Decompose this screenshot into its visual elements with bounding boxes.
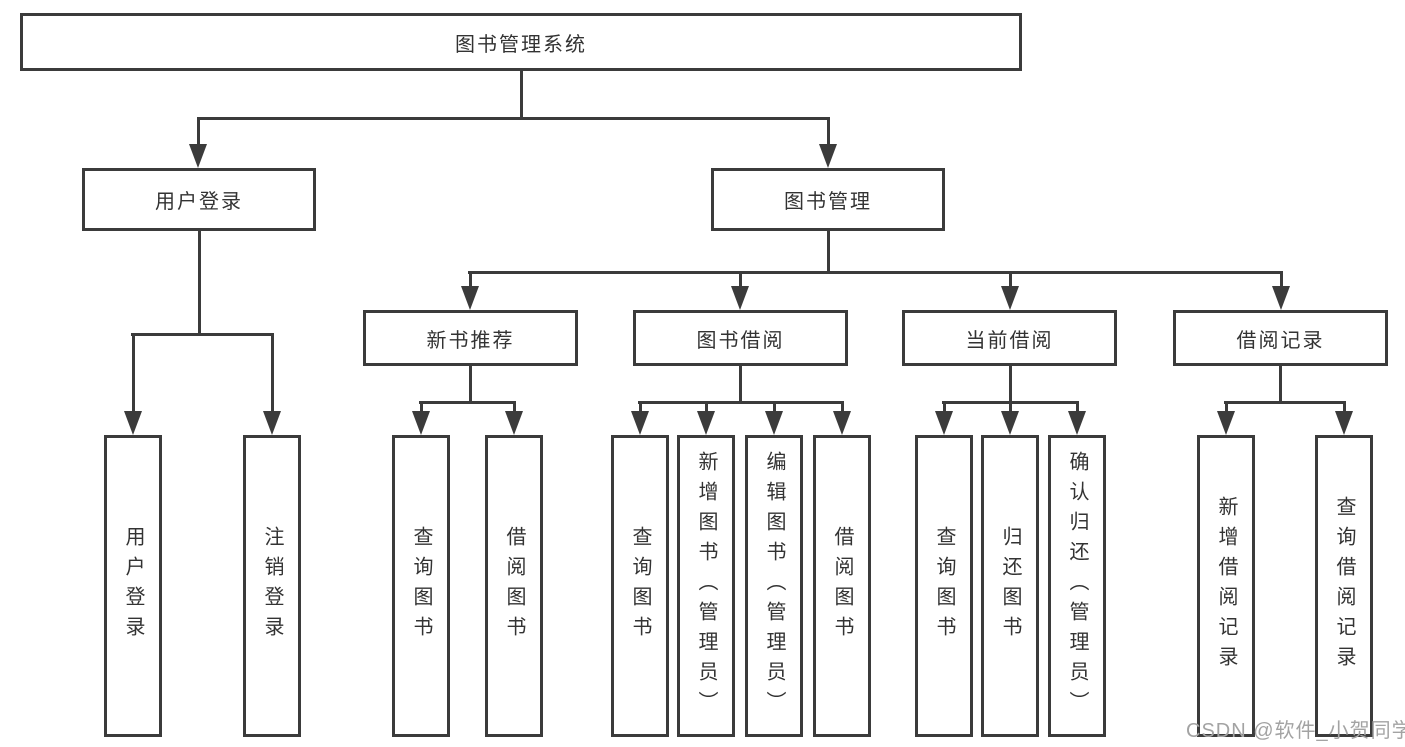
connector-current-borrow-stem bbox=[1009, 366, 1012, 403]
leaf-label: 查询图书 bbox=[933, 526, 955, 646]
connector-level3-split bbox=[468, 271, 1283, 274]
leaf-label: 新增借阅记录 bbox=[1215, 496, 1237, 676]
connector-leaf-drop bbox=[639, 403, 642, 413]
arrowhead-leaf bbox=[505, 411, 523, 435]
leaf-label: 查询图书 bbox=[629, 526, 651, 646]
leaf-label: 确认归还（管理员） bbox=[1066, 451, 1088, 721]
csdn-watermark: CSDN @软件_小贺同学 bbox=[1186, 720, 1405, 742]
arrowhead-leaf bbox=[1001, 411, 1019, 435]
connector-book-borrow-drop bbox=[739, 273, 742, 288]
connector-leaf-drop bbox=[705, 403, 708, 413]
arrowhead-leaf bbox=[765, 411, 783, 435]
connector-leaf-drop bbox=[513, 403, 516, 413]
connector-leaf-drop bbox=[841, 403, 844, 413]
connector-user-login-split bbox=[131, 333, 274, 336]
leaf-cb-confirm-return-admin: 确认归还（管理员） bbox=[1048, 435, 1106, 737]
leaf-label: 归还图书 bbox=[999, 526, 1021, 646]
arrowhead-leaf bbox=[1335, 411, 1353, 435]
arrowhead-leaf bbox=[935, 411, 953, 435]
arrowhead-new-book-recommend bbox=[461, 286, 479, 310]
root-node-label: 图书管理系统 bbox=[455, 33, 587, 56]
node-borrow-record: 借阅记录 bbox=[1173, 310, 1388, 366]
leaf-br-add-borrow-record: 新增借阅记录 bbox=[1197, 435, 1255, 737]
leaf-nb-borrow-books: 借阅图书 bbox=[485, 435, 543, 737]
arrowhead-leaf bbox=[833, 411, 851, 435]
leaf-cb-query-books: 查询图书 bbox=[915, 435, 973, 737]
leaf-bb-edit-book-admin: 编辑图书（管理员） bbox=[745, 435, 803, 737]
arrowhead-current-borrow bbox=[1001, 286, 1019, 310]
connector-leaf-drop bbox=[1343, 403, 1346, 413]
arrowhead-leaf-logout bbox=[263, 411, 281, 435]
connector-borrow-record-stem bbox=[1279, 366, 1282, 403]
leaf-label: 借阅图书 bbox=[831, 526, 853, 646]
arrowhead-leaf bbox=[412, 411, 430, 435]
arrowhead-book-management bbox=[819, 144, 837, 168]
leaf-label: 查询借阅记录 bbox=[1333, 496, 1355, 676]
node-label: 借阅记录 bbox=[1236, 329, 1325, 352]
node-label: 图书管理 bbox=[784, 191, 872, 213]
arrowhead-user-login bbox=[189, 144, 207, 168]
leaf-label: 注销登录 bbox=[261, 526, 283, 646]
connector-leaf-drop bbox=[943, 403, 946, 413]
leaf-label: 查询图书 bbox=[410, 526, 432, 646]
arrowhead-leaf-user-login bbox=[124, 411, 142, 435]
connector-current-borrow-split bbox=[942, 401, 1079, 404]
connector-user-login-stem bbox=[198, 231, 201, 335]
arrowhead-book-borrow bbox=[731, 286, 749, 310]
connector-leaf-drop bbox=[1076, 403, 1079, 413]
node-label: 用户登录 bbox=[155, 191, 243, 213]
node-book-borrow: 图书借阅 bbox=[633, 310, 848, 366]
node-label: 当前借阅 bbox=[965, 329, 1054, 352]
leaf-label: 用户登录 bbox=[122, 526, 144, 646]
arrowhead-leaf bbox=[1068, 411, 1086, 435]
connector-new-book-split bbox=[419, 401, 516, 404]
leaf-bb-query-books: 查询图书 bbox=[611, 435, 669, 737]
leaf-label: 新增图书（管理员） bbox=[695, 451, 717, 721]
arrowhead-leaf bbox=[631, 411, 649, 435]
connector-leaf-drop bbox=[1009, 403, 1012, 413]
node-new-book-recommend: 新书推荐 bbox=[363, 310, 578, 366]
connector-borrow-record-drop bbox=[1280, 273, 1283, 288]
leaf-bb-borrow-books: 借阅图书 bbox=[813, 435, 871, 737]
arrowhead-borrow-record bbox=[1272, 286, 1290, 310]
connector-book-borrow-stem bbox=[739, 366, 742, 403]
connector-leaf-drop bbox=[420, 403, 423, 413]
connector-leaf-drop bbox=[1225, 403, 1228, 413]
connector-book-borrow-split bbox=[638, 401, 844, 404]
node-library-management-system: 图书管理系统 bbox=[20, 13, 1022, 71]
leaf-label: 借阅图书 bbox=[503, 526, 525, 646]
node-label: 图书借阅 bbox=[696, 329, 785, 352]
connector-book-management-stem bbox=[827, 231, 830, 273]
connector-root-stem bbox=[520, 71, 523, 119]
leaf-label: 编辑图书（管理员） bbox=[763, 451, 785, 721]
connector-leaf-user-login-drop bbox=[132, 335, 135, 413]
leaf-cb-return-books: 归还图书 bbox=[981, 435, 1039, 737]
connector-leaf-drop bbox=[773, 403, 776, 413]
leaf-bb-add-book-admin: 新增图书（管理员） bbox=[677, 435, 735, 737]
connector-new-book-drop bbox=[469, 273, 472, 288]
arrowhead-leaf bbox=[1217, 411, 1235, 435]
leaf-user-login: 用户登录 bbox=[104, 435, 162, 737]
node-label: 新书推荐 bbox=[426, 329, 515, 352]
connector-new-book-stem bbox=[469, 366, 472, 403]
connector-user-login-drop bbox=[197, 119, 200, 146]
node-current-borrow: 当前借阅 bbox=[902, 310, 1117, 366]
connector-current-borrow-drop bbox=[1009, 273, 1012, 288]
connector-borrow-record-split bbox=[1224, 401, 1346, 404]
leaf-nb-query-books: 查询图书 bbox=[392, 435, 450, 737]
leaf-logout: 注销登录 bbox=[243, 435, 301, 737]
connector-level2-split bbox=[197, 117, 830, 120]
node-book-management: 图书管理 bbox=[711, 168, 945, 231]
arrowhead-leaf bbox=[697, 411, 715, 435]
leaf-br-query-borrow-record: 查询借阅记录 bbox=[1315, 435, 1373, 737]
connector-book-management-drop bbox=[827, 119, 830, 146]
node-user-login: 用户登录 bbox=[82, 168, 316, 231]
connector-leaf-logout-drop bbox=[271, 335, 274, 413]
